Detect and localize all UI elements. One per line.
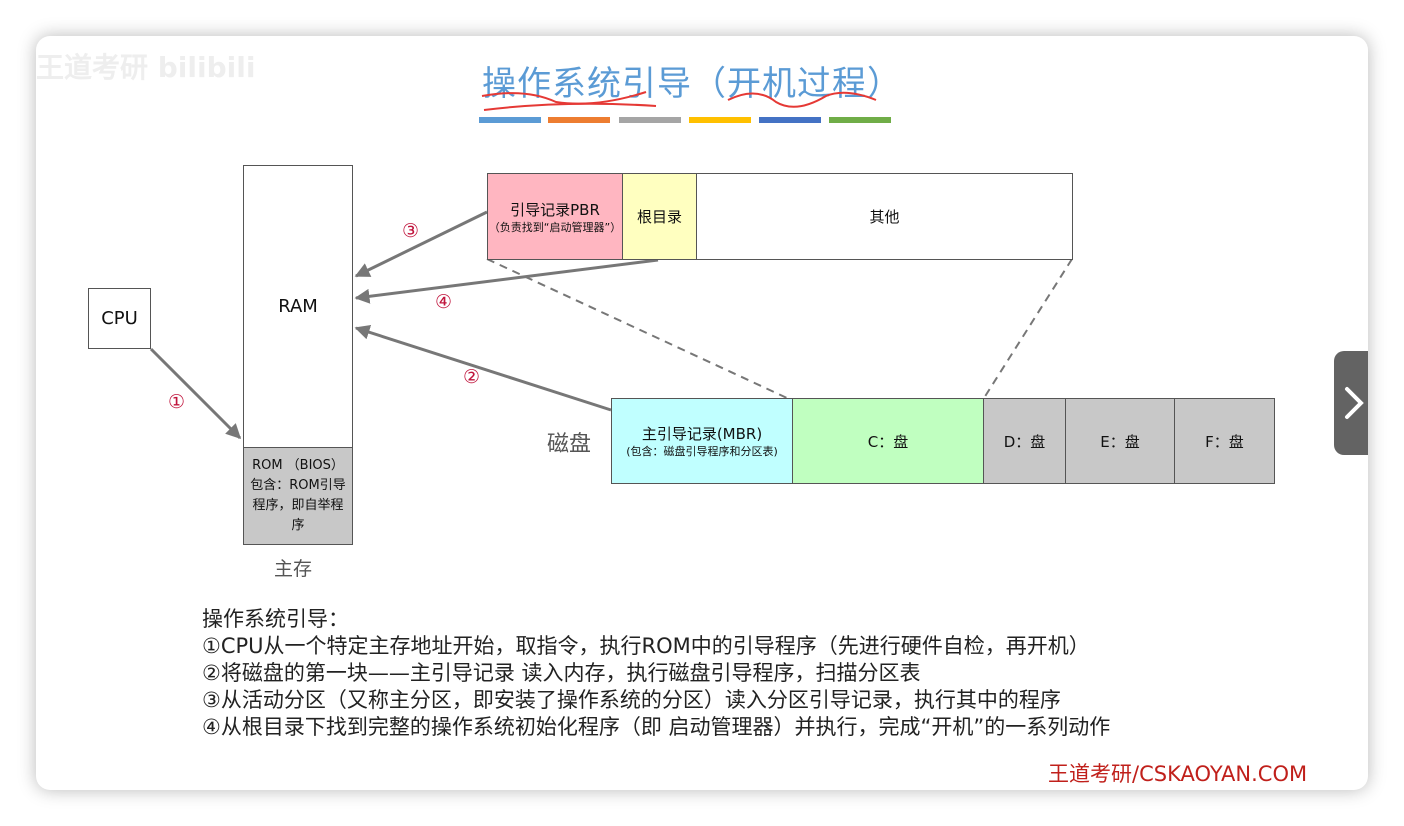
title-color-bar-2 <box>548 117 610 123</box>
title-color-bar-5 <box>759 117 821 123</box>
step-2-number: ② <box>463 366 481 388</box>
next-slide-button[interactable] <box>1334 351 1368 455</box>
cpu-label: CPU <box>101 308 138 329</box>
c-drive-box: C：盘 <box>792 398 984 484</box>
chevron-right-icon <box>1345 387 1364 419</box>
ram-box: RAM <box>243 165 353 448</box>
pbr-note: （负责找到“启动管理器”） <box>488 220 622 234</box>
rom-label: ROM （BIOS）包含：ROM引导程序，即自举程序 <box>250 458 346 533</box>
disk-caption: 磁盘 <box>547 432 592 457</box>
watermark-logo: 王道考研 bilibili <box>36 51 256 84</box>
step-3-number: ③ <box>402 220 420 242</box>
arrow-step-1 <box>149 347 242 440</box>
pbr-box: 引导记录PBR （负责找到“启动管理器”） <box>487 173 623 260</box>
f-drive-box: F：盘 <box>1174 398 1275 484</box>
dashed-zoom-left <box>486 258 788 399</box>
handwritten-underline-1 <box>481 91 647 105</box>
step-1-number: ① <box>168 391 186 413</box>
arrow-step-2 <box>354 324 612 412</box>
handwritten-underline-2 <box>483 102 657 111</box>
mbr-box: 主引导记录(MBR) (包含：磁盘引导程序和分区表) <box>611 398 793 484</box>
e-drive-label: E：盘 <box>1100 432 1140 451</box>
rom-box: ROM （BIOS）包含：ROM引导程序，即自举程序 <box>243 447 353 545</box>
arrow-step-4 <box>354 258 659 304</box>
title-color-bar-3 <box>619 117 681 123</box>
title-color-bar-1 <box>479 117 541 123</box>
handwritten-underline-3 <box>727 91 877 108</box>
slide: 王道考研 bilibili 操作系统引导（开机过程） CPU RAM ROM （… <box>36 36 1368 790</box>
c-drive-label: C：盘 <box>867 432 909 451</box>
mbr-note: (包含：磁盘引导程序和分区表) <box>626 445 778 458</box>
cpu-box: CPU <box>88 288 151 349</box>
d-drive-box: D：盘 <box>983 398 1066 484</box>
pbr-label: 引导记录PBR <box>510 200 600 219</box>
slide-title: 操作系统引导（开机过程） <box>482 64 902 104</box>
main-memory-caption: 主存 <box>274 558 313 580</box>
f-drive-label: F：盘 <box>1205 432 1244 451</box>
notes-line-1: ①CPU从一个特定主存地址开始，取指令，执行ROM中的引导程序（先进行硬件自检，… <box>202 634 1090 658</box>
title-color-bar-6 <box>829 117 891 123</box>
notes-line-4: ④从根目录下找到完整的操作系统初始化程序（即 启动管理器）并执行，完成“开机”的… <box>202 715 1111 739</box>
notes-heading: 操作系统引导： <box>202 607 349 631</box>
root-dir-label: 根目录 <box>636 208 682 226</box>
dashed-zoom-right <box>983 258 1073 399</box>
other-label: 其他 <box>869 208 900 226</box>
mbr-label: 主引导记录(MBR) <box>641 425 763 443</box>
notes-line-2: ②将磁盘的第一块——主引导记录 读入内存，执行磁盘引导程序，扫描分区表 <box>202 661 921 685</box>
connector-lines <box>149 91 1073 440</box>
step-4-number: ④ <box>435 291 453 313</box>
notes-line-3: ③从活动分区（又称主分区，即安装了操作系统的分区）读入分区引导记录，执行其中的程… <box>202 688 1061 712</box>
steps-description: 操作系统引导： ①CPU从一个特定主存地址开始，取指令，执行ROM中的引导程序（… <box>202 606 1110 741</box>
d-drive-label: D：盘 <box>1003 432 1046 451</box>
ram-label: RAM <box>278 296 318 317</box>
other-box: 其他 <box>696 173 1073 260</box>
e-drive-box: E：盘 <box>1065 398 1175 484</box>
footer-brand: 王道考研/CSKAOYAN.COM <box>1048 762 1308 786</box>
arrow-step-3 <box>354 210 488 278</box>
title-color-bar-4 <box>689 117 751 123</box>
root-dir-box: 根目录 <box>622 173 697 260</box>
